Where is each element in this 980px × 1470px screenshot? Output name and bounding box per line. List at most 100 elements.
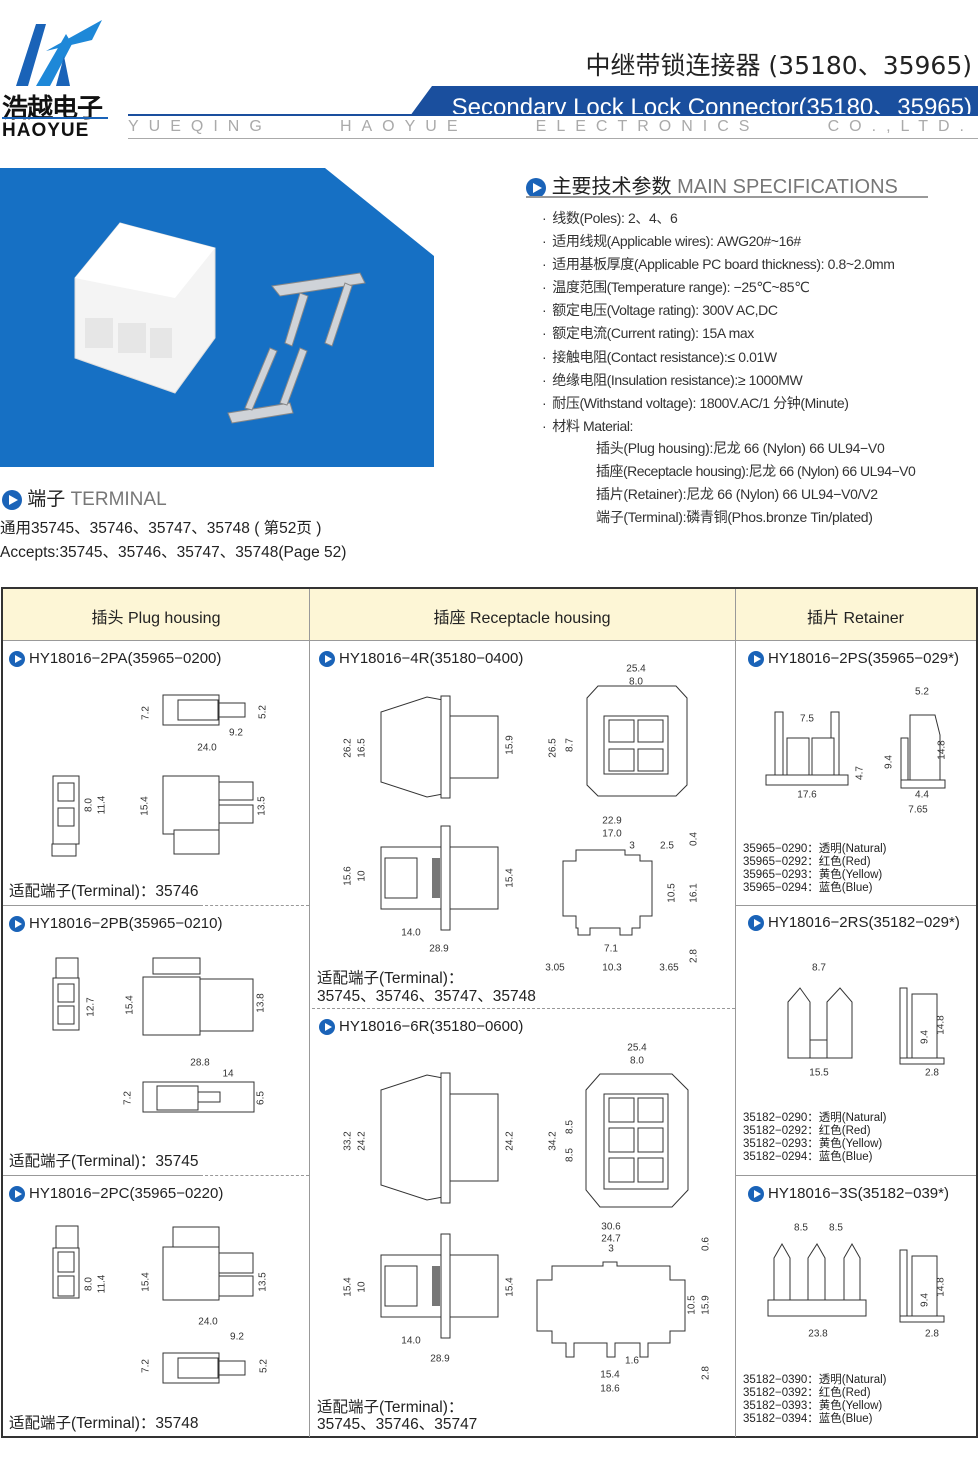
logo-chinese: 浩越电子 xyxy=(2,94,103,124)
color-options: 35182−0390：透明(Natural)35182−0392：红色(Red)… xyxy=(743,1374,887,1426)
spec-item: 额定电压(Voltage rating): 300V AC,DC xyxy=(542,299,894,322)
part-2pc: HY18016−2PC(35965−0220) xyxy=(9,1185,223,1203)
terminal-note: 35745、35746、35747、35748 xyxy=(317,988,536,1005)
dimension-label: 24.0 xyxy=(198,1316,218,1328)
spec-item: 材料 Material: xyxy=(542,415,894,438)
dimension-label: 2.8 xyxy=(688,949,700,963)
dimension-label: 14.0 xyxy=(401,927,421,939)
dimension-label: 7.65 xyxy=(908,804,928,816)
page-title-english: Secondary Lock Lock Connector(35180、3596… xyxy=(451,94,972,121)
spec-item: 适用线规(Applicable wires): AWG20#~16# xyxy=(542,230,894,253)
dimension-label: 7.2 xyxy=(122,1091,134,1105)
dimension-label: 9.2 xyxy=(229,727,243,739)
dimension-label: 3 xyxy=(629,840,635,852)
dimension-label: 8.0 xyxy=(630,1055,644,1067)
connector-photo-illustration xyxy=(74,222,366,424)
dimension-label: 8.5 xyxy=(794,1222,808,1234)
material-item: 插座(Receptacle housing):尼龙 66 (Nylon) 66 … xyxy=(596,463,916,479)
dimension-label: 11.4 xyxy=(96,795,108,815)
dimension-label: 25.4 xyxy=(626,663,646,675)
material-item: 插头(Plug housing):尼龙 66 (Nylon) 66 UL94−V… xyxy=(596,440,885,456)
color-option: 35965−0293：黄色(Yellow) xyxy=(743,869,883,881)
terminal-note-label: 适配端子(Terminal)： xyxy=(317,970,464,987)
dimension-label: 12.7 xyxy=(85,997,97,1017)
dimension-label: 26.2 xyxy=(342,738,354,758)
dimension-label: 34.2 xyxy=(547,1131,559,1151)
dimension-label: 15.9 xyxy=(504,735,516,755)
part-name: HY18016−2PA(35965−0200) xyxy=(29,650,222,667)
play-bullet-icon xyxy=(9,651,25,668)
dimension-label: 22.9 xyxy=(602,815,622,827)
dimension-label: 9.2 xyxy=(230,1331,244,1343)
spec-item: 适用基板厚度(Applicable PC board thickness): 0… xyxy=(542,253,895,276)
dimension-label: 5.2 xyxy=(257,705,269,719)
materials-list: 插头(Plug housing):尼龙 66 (Nylon) 66 UL94−V… xyxy=(596,437,916,529)
specs-rule xyxy=(526,196,928,198)
terminal-accepts-en: Accepts:35745、35746、35747、35748(Page 52) xyxy=(0,544,347,561)
dimension-label: 14 xyxy=(222,1068,234,1080)
dimension-label: 16.5 xyxy=(356,738,368,758)
dimension-label: 7.1 xyxy=(604,943,618,955)
material-item: 端子(Terminal):磷青铜(Phos.bronze Tin/plated) xyxy=(596,509,873,525)
color-options: 35965−0290：透明(Natural)35965−0292：红色(Red)… xyxy=(743,843,887,895)
table-header xyxy=(3,589,976,641)
terminal-heading-en: TERMINAL xyxy=(70,489,167,510)
dimension-label: 15.4 xyxy=(124,995,136,1015)
company-name: YUEQING HAOYUE ELECTRONICS CO.,LTD. xyxy=(128,118,974,135)
dimension-label: 10 xyxy=(356,1281,368,1293)
dimension-label: 8.0 xyxy=(83,1277,95,1291)
dimension-label: 8.0 xyxy=(629,676,643,688)
specs-heading: 主要技术参数 MAIN SPECIFICATIONS xyxy=(526,170,898,199)
dimension-label: 15.4 xyxy=(139,796,151,816)
dimension-label: 7.2 xyxy=(140,706,152,720)
dimension-label: 28.9 xyxy=(429,943,449,955)
row-divider xyxy=(736,1175,976,1176)
dimension-label: 8.7 xyxy=(564,738,576,752)
header-underline xyxy=(128,138,978,139)
terminal-heading: 端子 TERMINAL xyxy=(2,484,167,511)
title-banner: Secondary Lock Lock Connector(35180、3596… xyxy=(410,86,978,116)
dimension-label: 14.8 xyxy=(935,1015,947,1035)
header-receptacle-housing: 插座 Receptacle housing xyxy=(433,610,611,627)
dimension-label: 7.5 xyxy=(800,713,814,725)
dimension-label: 2.8 xyxy=(925,1328,939,1340)
terminal-heading-cn: 端子 xyxy=(27,489,66,510)
column-divider xyxy=(309,589,310,1437)
dimension-label: 33.2 xyxy=(342,1131,354,1151)
dimension-label: 15.4 xyxy=(504,868,516,888)
terminal-note: 适配端子(Terminal)：35748 xyxy=(9,1415,199,1432)
logo-divider xyxy=(2,117,108,119)
part-2pa: HY18016−2PA(35965−0200) xyxy=(9,650,222,668)
dimension-label: 25.4 xyxy=(627,1042,647,1054)
color-option: 35182−0394：蓝色(Blue) xyxy=(743,1413,873,1425)
terminal-accepts-cn: 通用35745、35746、35747、35748 ( 第52页 ) xyxy=(0,520,322,537)
page-title-chinese: 中继带锁连接器 (35180、35965) xyxy=(585,51,972,80)
dimension-label: 9.4 xyxy=(919,1293,931,1307)
dimension-label: 8.5 xyxy=(564,1148,576,1162)
dimension-label: 15.5 xyxy=(809,1067,829,1079)
product-table xyxy=(1,587,978,1438)
spec-item: 额定电流(Current rating): 15A max xyxy=(542,322,894,345)
row-divider xyxy=(312,1008,735,1009)
dimension-label: 14.0 xyxy=(401,1335,421,1347)
product-photo xyxy=(0,168,434,467)
row-divider xyxy=(736,905,976,906)
part-name: HY18016−2PB(35965−0210) xyxy=(29,915,223,932)
part-3s: HY18016−3S(35182−039*) xyxy=(748,1185,949,1203)
dimension-label: 24.2 xyxy=(504,1131,516,1151)
play-bullet-icon xyxy=(748,1186,764,1203)
dimension-label: 2.8 xyxy=(700,1366,712,1380)
dimension-label: 15.6 xyxy=(342,866,354,886)
part-name: HY18016−3S(35182−039*) xyxy=(768,1185,949,1202)
part-name: HY18016−4R(35180−0400) xyxy=(339,650,524,667)
dimension-label: 5.2 xyxy=(915,686,929,698)
dimension-label: 15.4 xyxy=(504,1277,516,1297)
part-name: HY18016−2RS(35182−029*) xyxy=(768,914,960,931)
dimension-label: 8.7 xyxy=(812,962,826,974)
column-divider xyxy=(735,589,736,1437)
dimension-label: 0.6 xyxy=(700,1237,712,1251)
color-options: 35182−0290：透明(Natural)35182−0292：红色(Red)… xyxy=(743,1112,887,1164)
dimension-label: 13.8 xyxy=(255,993,267,1013)
dimension-label: 11.4 xyxy=(96,1274,108,1294)
color-option: 35182−0292：红色(Red) xyxy=(743,1125,871,1137)
